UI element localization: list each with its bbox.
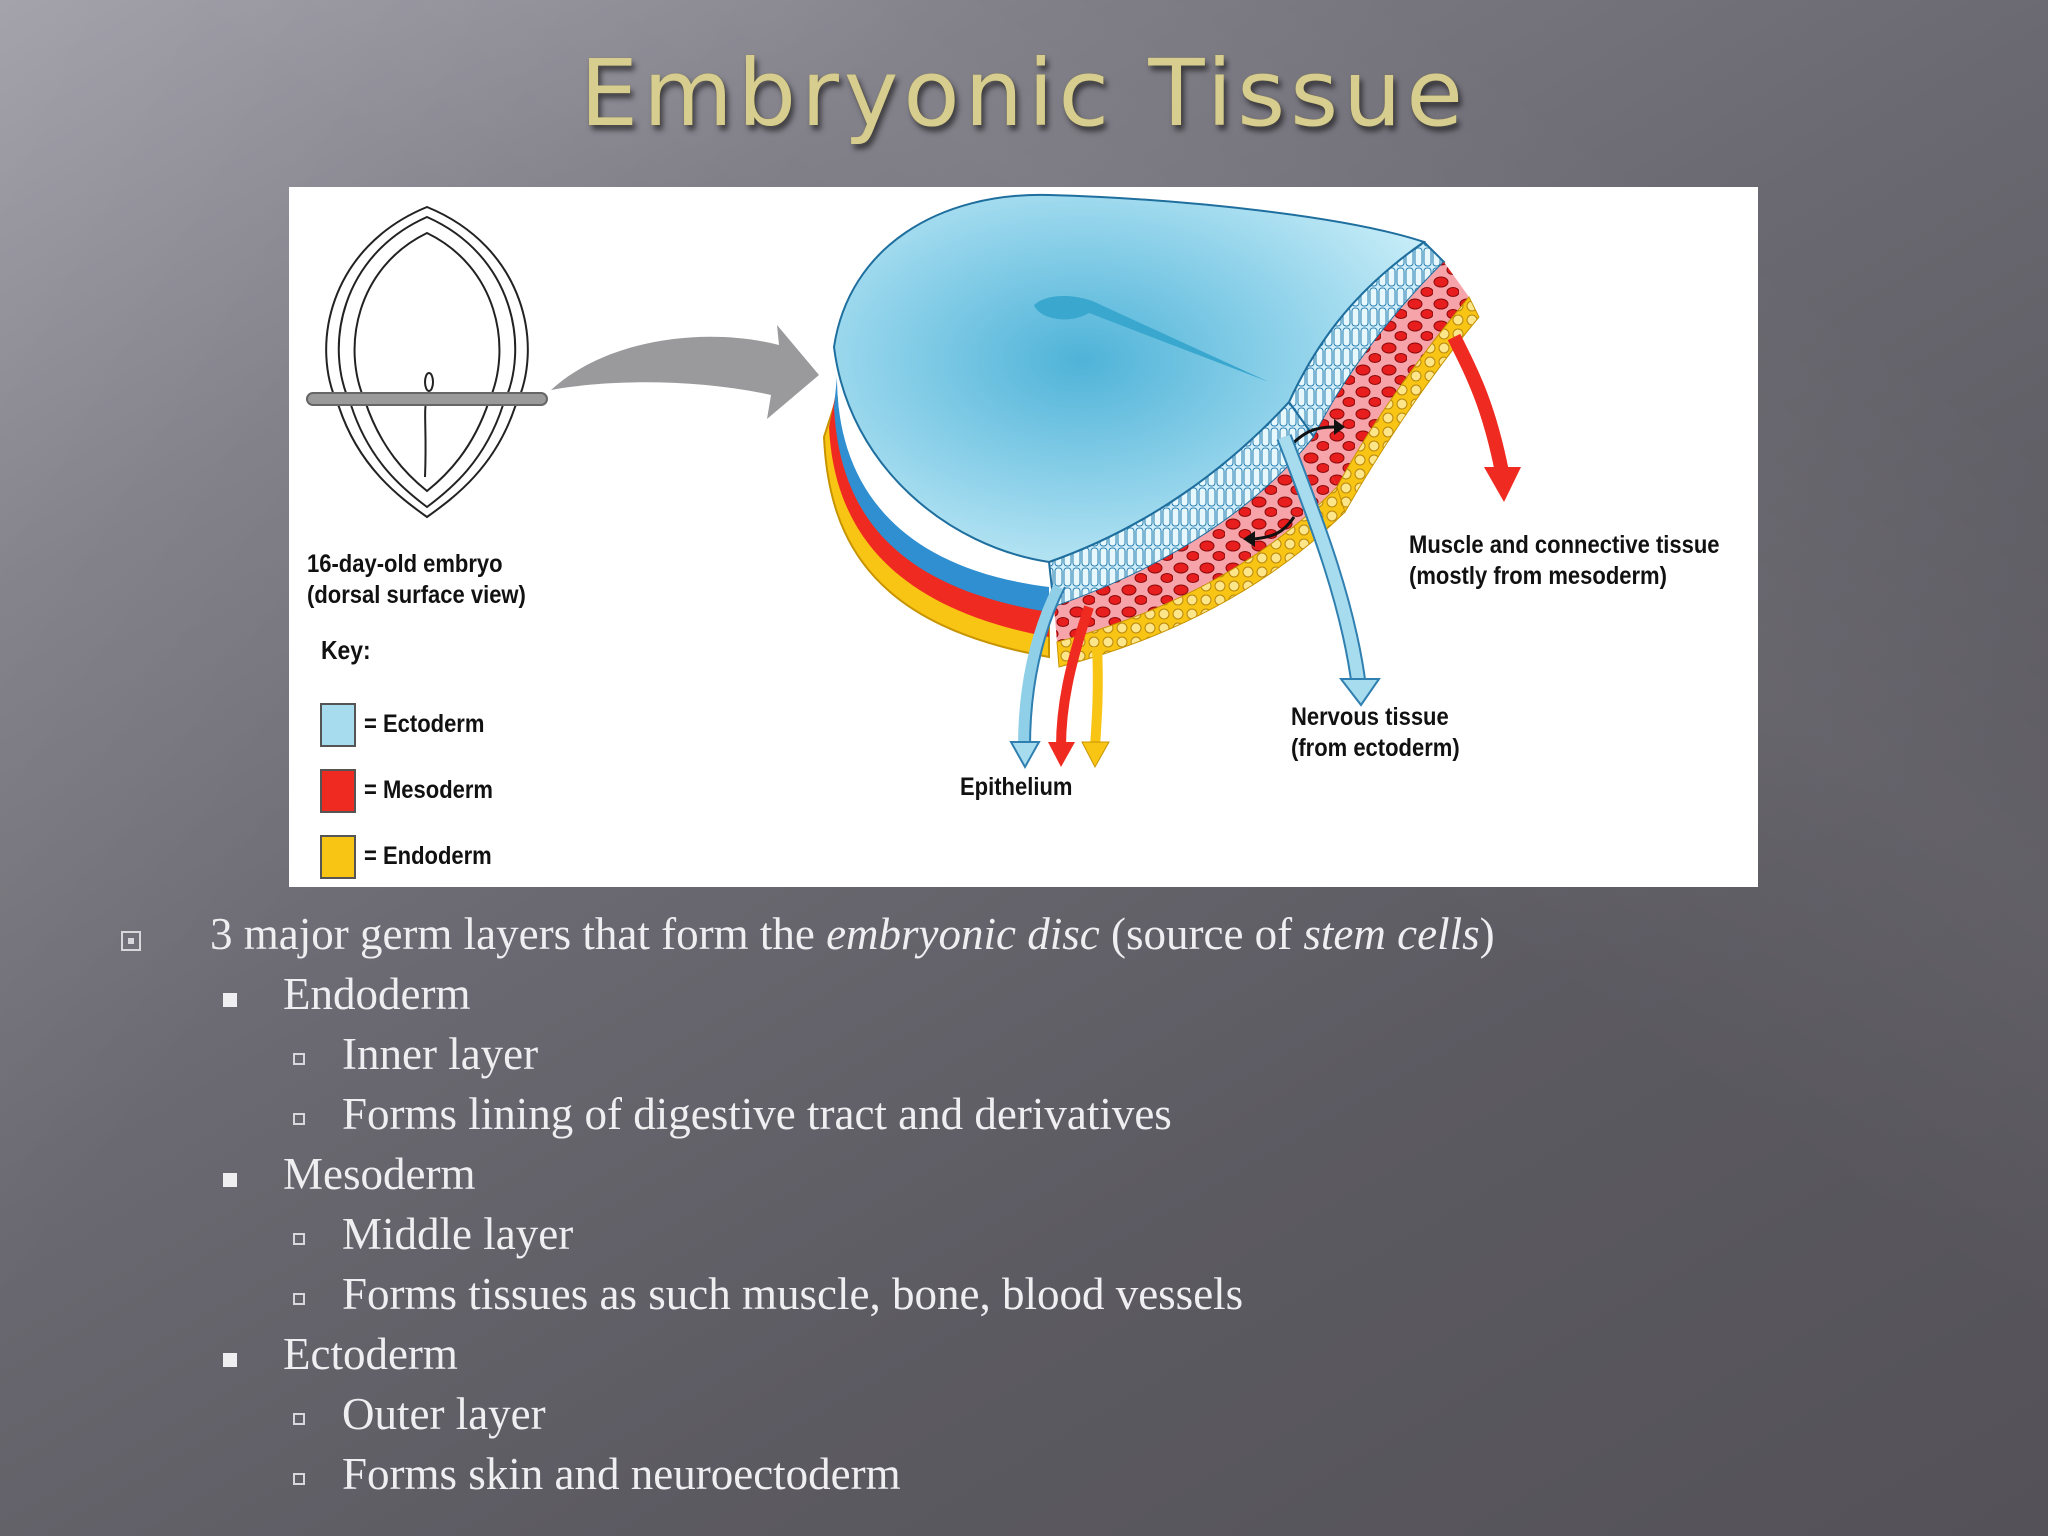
bullet-ectoderm: Ectoderm [283, 1328, 458, 1380]
nervous-tissue-label: Nervous tissue (from ectoderm) [1291, 702, 1460, 764]
bullet-main: 3 major germ layers that form the embryo… [210, 908, 1495, 960]
bullet-mesoderm-sub-1: Middle layer [342, 1208, 573, 1260]
endoderm-swatch [320, 835, 356, 879]
bullet-marker-level3 [293, 1233, 305, 1245]
muscle-tissue-label: Muscle and connective tissue (mostly fro… [1409, 530, 1720, 592]
section-cut-bar [307, 393, 547, 405]
bullet-ectoderm-sub-2: Forms skin and neuroectoderm [342, 1448, 901, 1500]
bullet-main-text-end: ) [1480, 909, 1495, 959]
key-label-ectoderm: = Ectoderm [364, 709, 484, 740]
muscle-tissue-arrow-icon [1454, 337, 1521, 502]
bullet-marker-level3 [293, 1293, 305, 1305]
nervous-tissue-line-1: Nervous tissue [1291, 702, 1460, 733]
bullet-main-emphasis-stem: stem cells [1303, 909, 1479, 959]
embryo-label-line-1: 16-day-old embryo [307, 549, 526, 580]
bullet-marker-level3 [293, 1053, 305, 1065]
bullet-marker-level2 [223, 1173, 237, 1187]
germ-layer-diagram: 16-day-old embryo (dorsal surface view) … [289, 187, 1758, 887]
bullet-marker-level2 [223, 1353, 237, 1367]
muscle-tissue-line-1: Muscle and connective tissue [1409, 530, 1720, 561]
embryo-label: 16-day-old embryo (dorsal surface view) [307, 549, 526, 611]
mesoderm-swatch [320, 769, 356, 813]
muscle-tissue-line-2: (mostly from mesoderm) [1409, 561, 1720, 592]
nervous-tissue-line-2: (from ectoderm) [1291, 733, 1460, 764]
transition-arrow-icon [551, 325, 819, 419]
bullet-ectoderm-sub-1: Outer layer [342, 1388, 546, 1440]
bullet-endoderm: Endoderm [283, 968, 470, 1020]
bullet-main-emphasis-disc: embryonic disc [826, 909, 1100, 959]
bullet-main-text-mid: (source of [1100, 909, 1304, 959]
bullet-marker-level2 [223, 993, 237, 1007]
key-label-endoderm: = Endoderm [364, 841, 492, 872]
bullet-main-text: 3 major germ layers that form the [210, 909, 826, 959]
key-label-mesoderm: = Mesoderm [364, 775, 493, 806]
epithelium-label: Epithelium [960, 772, 1072, 803]
bullet-marker-level3 [293, 1413, 305, 1425]
bullet-marker-level1 [121, 931, 141, 951]
bullet-mesoderm-sub-2: Forms tissues as such muscle, bone, bloo… [342, 1268, 1243, 1320]
bullet-marker-level3 [293, 1113, 305, 1125]
slide-title: Embryonic Tissue [0, 40, 2048, 147]
key-title: Key: [321, 635, 371, 666]
bullet-endoderm-sub-1: Inner layer [342, 1028, 538, 1080]
bullet-mesoderm: Mesoderm [283, 1148, 475, 1200]
embryo-outline-icon [326, 207, 528, 517]
ectoderm-swatch [320, 703, 356, 747]
bullet-endoderm-sub-2: Forms lining of digestive tract and deri… [342, 1088, 1172, 1140]
embryo-label-line-2: (dorsal surface view) [307, 580, 526, 611]
bullet-marker-level3 [293, 1473, 305, 1485]
